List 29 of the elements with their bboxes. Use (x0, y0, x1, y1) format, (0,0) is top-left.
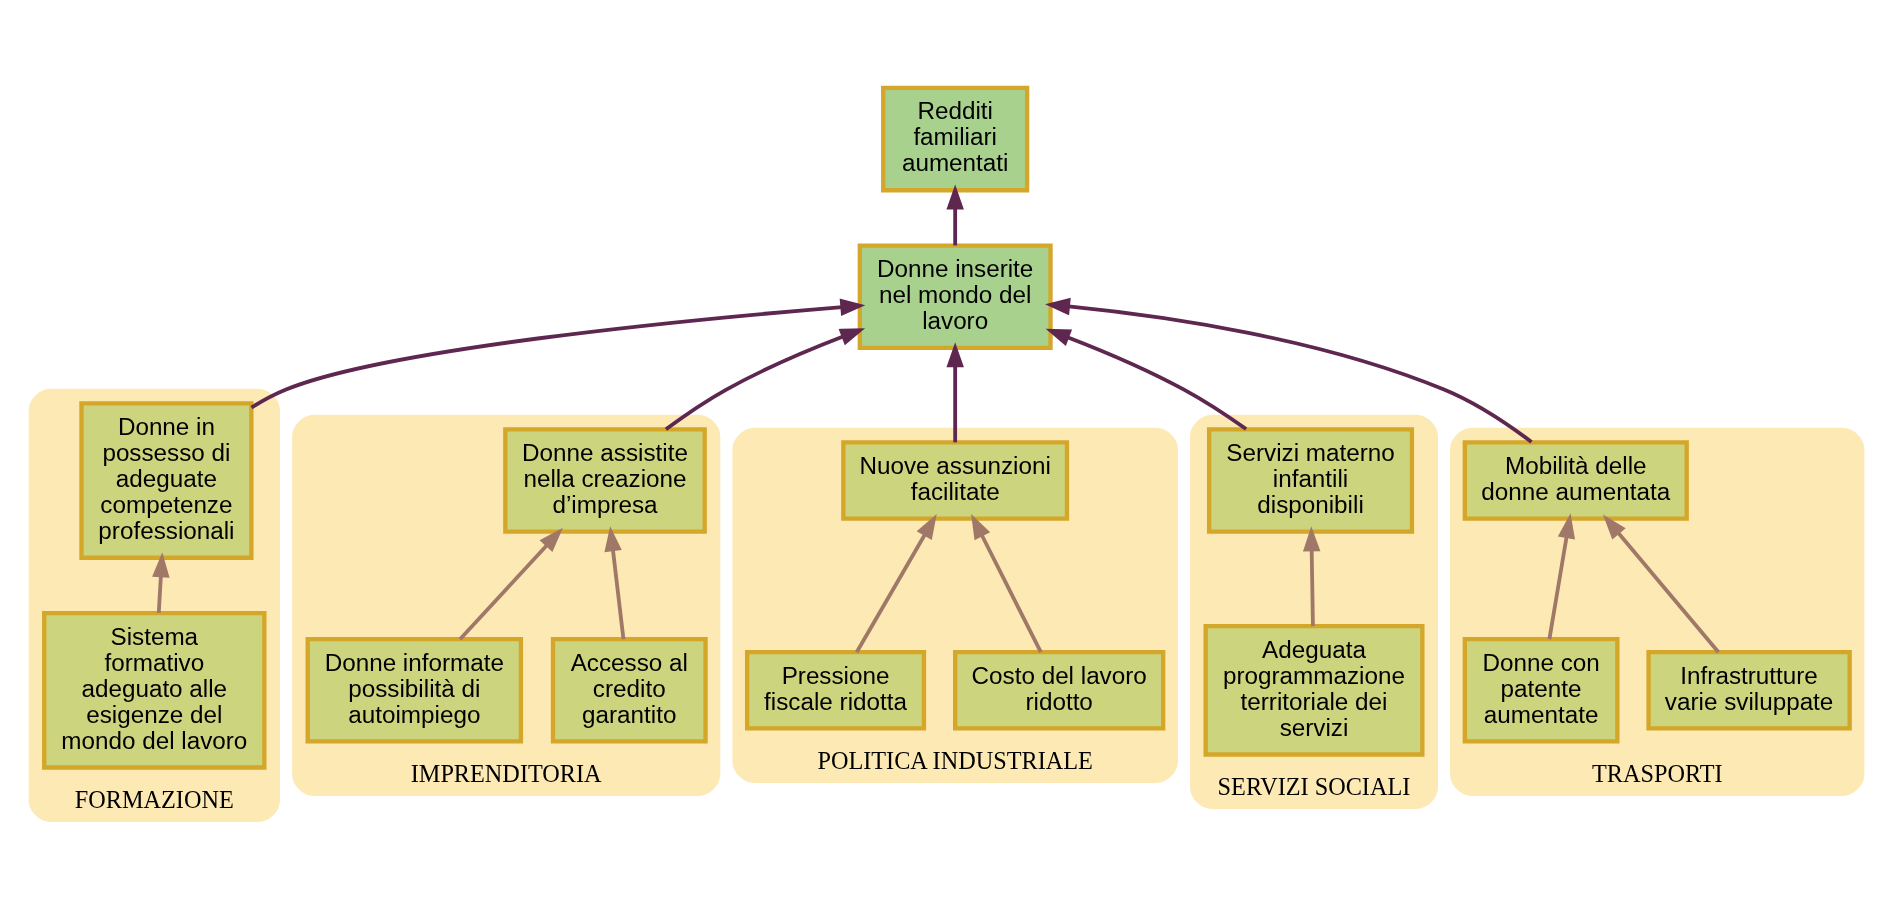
arrow (1045, 328, 1248, 431)
node-box: Pressione fiscale ridotta (745, 649, 927, 731)
node-box: Costo del lavoro ridotto (953, 649, 1166, 731)
node-box: Redditi familiari aumentati (881, 85, 1030, 192)
node-box: Donne in possesso di adeguate competenze professionali (79, 400, 254, 560)
arrow (855, 513, 937, 653)
node-box: Sistema formativo adeguato alle esigenze del mondo del lavoro (42, 610, 267, 770)
node-box: Mobilità delle donne aumentata (1462, 439, 1689, 521)
node-box: Adeguata programmazione territoriale dei servizi (1203, 623, 1425, 757)
arrow (971, 513, 1043, 653)
arrow (1045, 297, 1533, 444)
node-box: Donne informate possibilità di autoimpiego (305, 636, 524, 744)
arrow (152, 551, 170, 613)
arrow (946, 184, 964, 245)
node-box: Infrastrutture varie sviluppate (1646, 649, 1852, 731)
node-box: Nuove assunzioni facilitate (841, 439, 1070, 521)
arrow (1602, 514, 1720, 653)
arrow (664, 327, 866, 431)
arrow (1547, 512, 1576, 639)
arrow (604, 525, 626, 639)
arrow (250, 297, 866, 409)
node-box: Servizi materno infantili disponibili (1206, 426, 1415, 534)
node-box: Accesso al credito garantito (550, 636, 708, 744)
node-box: Donne con patente aumentate (1462, 636, 1620, 744)
arrow (946, 341, 964, 442)
node-box: Donne assistite nella creazione d’impresa (503, 426, 707, 534)
node-box: Donne inserite nel mondo del lavoro (857, 243, 1053, 350)
arrow (1302, 525, 1321, 626)
arrow (458, 527, 563, 640)
